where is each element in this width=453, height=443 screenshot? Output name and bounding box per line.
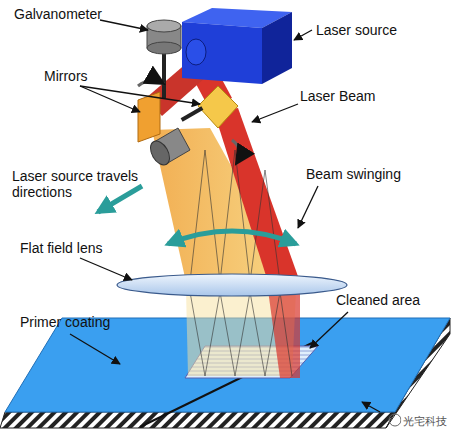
part-label: Mirrors — [44, 68, 88, 84]
part-label: Laser source — [316, 22, 397, 38]
part-label: Laser Beam — [300, 88, 375, 104]
part-label: Primer coating — [20, 314, 110, 330]
part-label: Flat field lens — [20, 240, 102, 256]
part-label: Laser source travels directions — [12, 168, 152, 200]
part-label: Cleaned area — [336, 292, 420, 308]
part-label: Beam swinging — [306, 166, 401, 182]
watermark: 光宅科技 — [401, 413, 449, 429]
part-label: Galvanometer — [14, 6, 102, 22]
